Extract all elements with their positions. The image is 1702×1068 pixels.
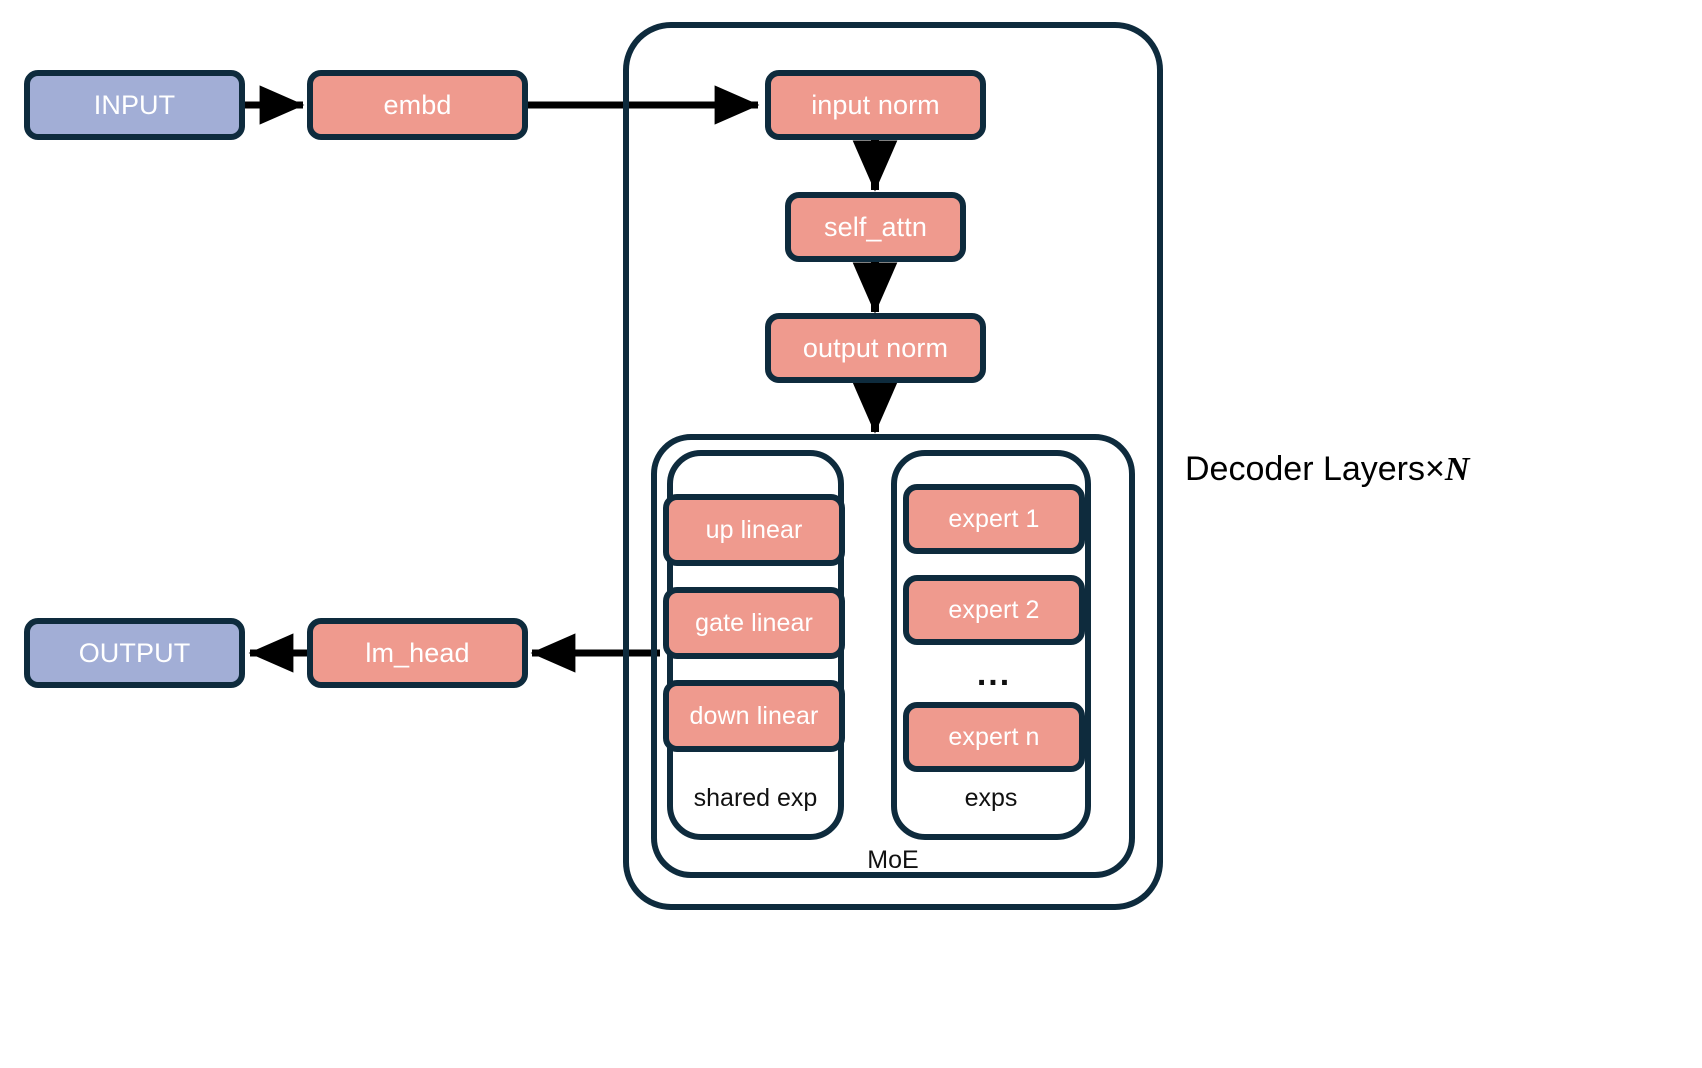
- down-linear-node-label: down linear: [689, 701, 819, 730]
- decoder-layers-label-text: Decoder Layers×: [1185, 450, 1445, 488]
- output-norm-node-label: output norm: [802, 332, 949, 363]
- input-norm-node-label: input norm: [811, 89, 940, 120]
- expert-1-node[interactable]: expert 1: [903, 484, 1085, 554]
- input-norm-node[interactable]: input norm: [765, 70, 986, 140]
- decoder-layers-label: Decoder Layers×N: [1185, 452, 1469, 487]
- decoder-layers-container: [623, 22, 1163, 910]
- output-node-label: OUTPUT: [78, 637, 191, 668]
- expert-2-node[interactable]: expert 2: [903, 575, 1085, 645]
- expert-2-node-label: expert 2: [948, 595, 1040, 624]
- experts-caption-label: exps: [964, 784, 1018, 812]
- gate-linear-node[interactable]: gate linear: [663, 587, 845, 659]
- input-node[interactable]: INPUT: [24, 70, 245, 140]
- experts-caption: exps: [891, 786, 1091, 811]
- experts-group: [891, 450, 1091, 840]
- embd-node-label: embd: [383, 89, 452, 120]
- experts-ellipsis-label: ...: [976, 655, 1012, 693]
- shared-expert-caption-label: shared exp: [693, 784, 818, 812]
- input-node-label: INPUT: [93, 89, 176, 120]
- up-linear-node-label: up linear: [705, 515, 803, 544]
- shared-expert-caption: shared exp: [667, 786, 844, 811]
- decoder-layers-count: N: [1444, 451, 1470, 488]
- moe-caption-label: MoE: [867, 846, 919, 874]
- down-linear-node[interactable]: down linear: [663, 680, 845, 752]
- moe-container: [651, 434, 1135, 878]
- lm-head-node-label: lm_head: [365, 637, 470, 668]
- output-norm-node[interactable]: output norm: [765, 313, 986, 383]
- gate-linear-node-label: gate linear: [695, 608, 813, 637]
- lm-head-node[interactable]: lm_head: [307, 618, 528, 688]
- up-linear-node[interactable]: up linear: [663, 494, 845, 566]
- moe-caption: MoE: [651, 848, 1135, 873]
- embd-node[interactable]: embd: [307, 70, 528, 140]
- experts-ellipsis: ...: [903, 657, 1085, 691]
- self-attn-node[interactable]: self_attn: [785, 192, 966, 262]
- expert-n-node-label: expert n: [948, 722, 1040, 751]
- output-node[interactable]: OUTPUT: [24, 618, 245, 688]
- expert-1-node-label: expert 1: [948, 504, 1040, 533]
- expert-n-node[interactable]: expert n: [903, 702, 1085, 772]
- self-attn-node-label: self_attn: [824, 211, 927, 242]
